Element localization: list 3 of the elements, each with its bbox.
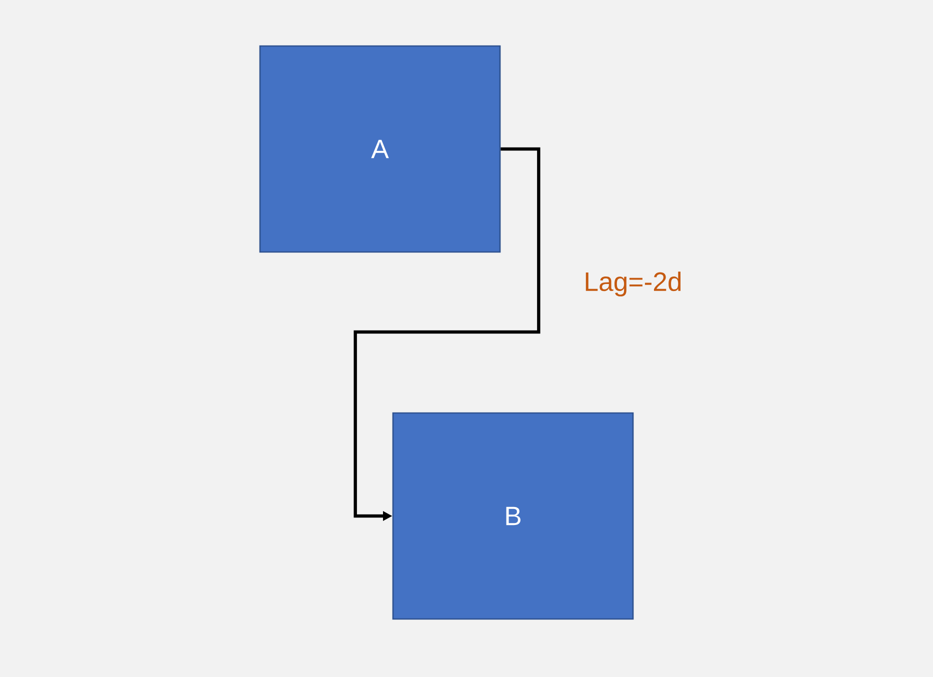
process-box: A	[259, 45, 501, 253]
process-box: B	[392, 412, 634, 620]
edge-label: Lag=-2d	[581, 268, 685, 300]
